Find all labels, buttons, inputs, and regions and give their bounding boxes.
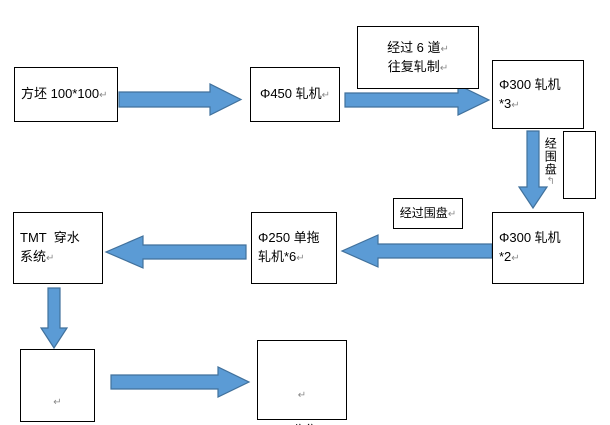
node-collection[interactable]: ↵ 收集↵	[257, 340, 347, 425]
node-tmt-water-cooling[interactable]: TMT 穿水 系统↵	[13, 212, 103, 284]
arrow-billet-to-mill450	[118, 83, 243, 116]
node-tmt-line2: 系统	[20, 249, 47, 264]
annotation-via-loop-vertical[interactable]: 经围盘↰	[543, 131, 596, 199]
paragraph-mark: ↵	[440, 43, 449, 55]
paragraph-mark-blank: ↵	[297, 389, 307, 401]
annotation-via-loop-label: 经过围盘	[399, 205, 448, 220]
node-mill450-label: Φ450 轧机	[259, 86, 322, 102]
node-billet-label: 方坯 100*100	[21, 86, 100, 102]
annotation-six-pass-line1: 经过 6 道	[387, 39, 441, 55]
arrow-mill250x6-to-tmt	[104, 235, 247, 269]
annotation-via-loop[interactable]: 经过围盘↵	[393, 198, 463, 229]
node-collection-label: 收集	[292, 423, 318, 425]
arrow-coolbed-to-collect	[110, 366, 251, 398]
paragraph-mark: ↰	[545, 176, 557, 188]
paragraph-mark: ↵	[511, 99, 520, 111]
node-mill300-x3-line1: Φ300 轧机	[499, 76, 561, 92]
node-mill250-x6-line2: 轧机*6	[258, 249, 297, 264]
node-mill250-x6-line1: Φ250 单拖	[258, 230, 320, 246]
paragraph-mark: ↵	[296, 253, 305, 264]
arrow-mill450-to-mill300x3	[344, 84, 491, 116]
node-mill300-x2-line1: Φ300 轧机	[499, 230, 561, 246]
node-mill450[interactable]: Φ450 轧机↵	[250, 67, 340, 122]
paragraph-mark: ↵	[439, 62, 449, 74]
node-billet[interactable]: 方坯 100*100↵	[14, 67, 118, 122]
annotation-six-pass-line2: 往复轧制	[387, 58, 440, 74]
annotation-six-pass-rolling[interactable]: 经过 6 道↵ 往复轧制↵	[357, 26, 479, 89]
paragraph-mark-blank: ↵	[53, 396, 62, 408]
node-mill300-x2-line2: *2	[499, 249, 512, 264]
node-mill300-x3[interactable]: Φ300 轧机 *3↵	[492, 60, 584, 129]
paragraph-mark: ↵	[511, 253, 520, 264]
paragraph-mark: ↵	[321, 90, 331, 102]
arrow-tmt-to-coolbed	[39, 287, 69, 350]
annotation-via-loop-vertical-label: 经围盘	[543, 137, 558, 176]
node-tmt-line1: TMT 穿水	[20, 230, 80, 246]
paragraph-mark: ↵	[46, 253, 55, 264]
paragraph-mark: ↵	[99, 90, 108, 102]
paragraph-mark: ↵	[447, 208, 457, 220]
node-cooling-bed[interactable]: ↵ 冷床↵	[20, 349, 95, 422]
node-mill300-x3-line2: *3	[499, 95, 512, 111]
arrow-mill300x3-to-mill300x2	[517, 130, 549, 210]
node-mill250-x6[interactable]: Φ250 单拖 轧机*6↵	[251, 212, 337, 284]
arrow-mill300x2-to-mill250x6	[340, 234, 493, 268]
node-mill300-x2[interactable]: Φ300 轧机 *2↵	[492, 212, 584, 284]
